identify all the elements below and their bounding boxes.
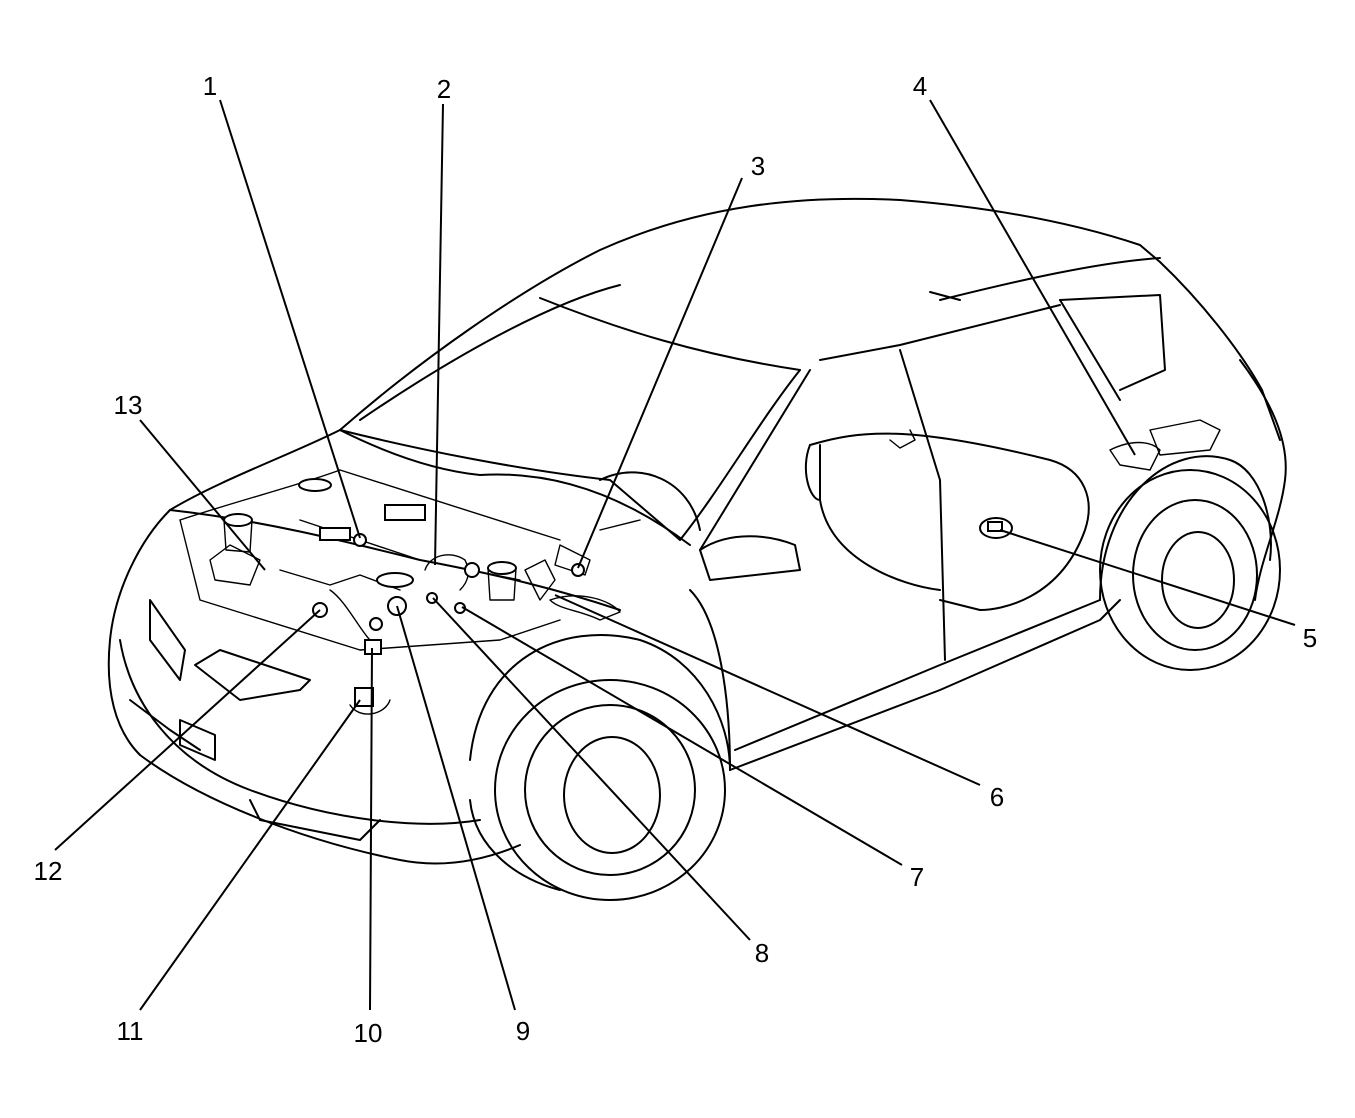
leader-2 bbox=[434, 103, 444, 566]
leader-12 bbox=[54, 609, 321, 851]
callout-5: 5 bbox=[1303, 623, 1317, 653]
callout-4: 4 bbox=[913, 71, 927, 101]
callout-9: 9 bbox=[516, 1016, 530, 1046]
leader-10 bbox=[369, 647, 373, 1011]
leader-4 bbox=[929, 99, 1136, 456]
callout-2: 2 bbox=[437, 74, 451, 104]
leader-5 bbox=[999, 529, 1296, 626]
callout-13: 13 bbox=[114, 390, 143, 420]
rear-wheel bbox=[1099, 455, 1281, 671]
callout-12: 12 bbox=[34, 856, 63, 886]
callout-11: 11 bbox=[117, 1016, 144, 1046]
callout-6: 6 bbox=[990, 782, 1004, 812]
callout-3: 3 bbox=[751, 151, 765, 181]
leader-3 bbox=[577, 177, 743, 569]
leader-1 bbox=[219, 99, 361, 539]
leader-9 bbox=[396, 605, 516, 1011]
leader-6 bbox=[554, 594, 981, 786]
engine-components bbox=[209, 419, 1221, 715]
leader-8 bbox=[432, 597, 751, 941]
leader-11 bbox=[139, 699, 361, 1011]
leader-7 bbox=[461, 606, 903, 866]
callout-1: 1 bbox=[203, 71, 217, 101]
front-wheel bbox=[469, 634, 731, 901]
callout-8: 8 bbox=[755, 938, 769, 968]
leader-lines bbox=[54, 99, 1296, 1011]
far-front-wheel bbox=[599, 471, 701, 531]
callout-labels: 1 2 3 4 5 6 7 8 9 10 11 12 13 bbox=[34, 71, 1318, 1048]
vehicle-outline bbox=[107, 197, 1287, 865]
callout-10: 10 bbox=[354, 1018, 383, 1048]
leader-13 bbox=[139, 419, 266, 571]
callout-7: 7 bbox=[910, 862, 924, 892]
